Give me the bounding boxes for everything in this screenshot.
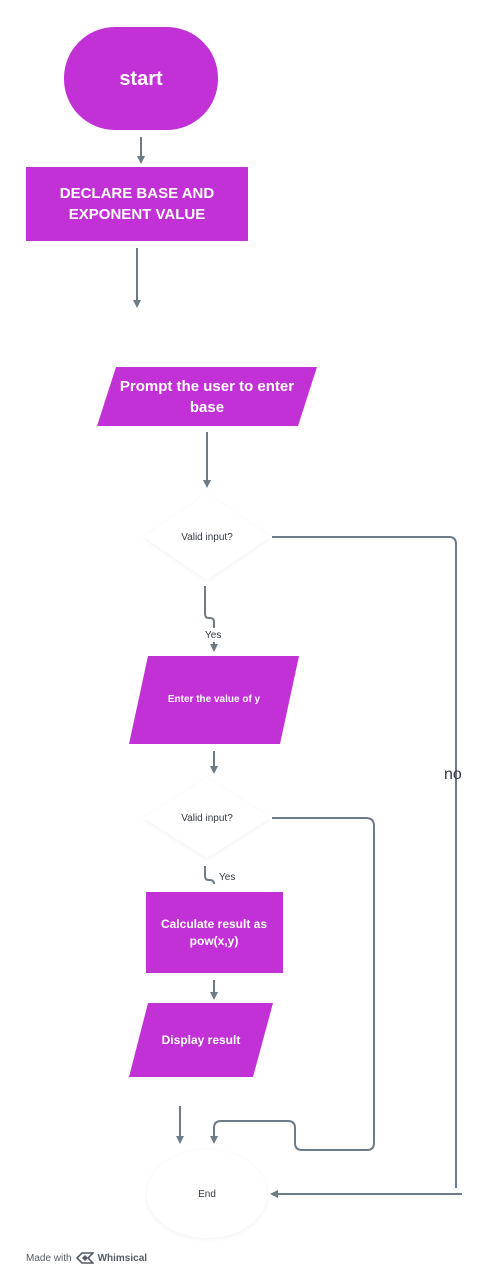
declare-label: DECLARE BASE AND EXPONENT VALUE xyxy=(59,185,215,223)
made-with-text: Made with xyxy=(26,1252,72,1264)
display-output-shape xyxy=(129,1003,273,1077)
prompt-base-input-shape xyxy=(97,367,317,426)
end-label: End xyxy=(198,1188,216,1200)
display-label: Display result xyxy=(161,1032,241,1047)
decision-2-diamond xyxy=(144,778,270,858)
decision-2-label: Valid input? xyxy=(181,812,233,824)
start-terminal xyxy=(64,27,218,130)
no-label: no xyxy=(444,766,462,783)
yes-label-2: Yes xyxy=(219,872,236,883)
arrow-decision-2-no xyxy=(210,817,375,1151)
enter-y-label: Enter the value of y xyxy=(167,694,261,705)
prompt-base-label: Prompt the user to enter base xyxy=(119,377,295,416)
whimsical-logo-icon xyxy=(75,1252,94,1264)
calculate-process-box xyxy=(146,892,283,973)
decision-1-label: Valid input? xyxy=(181,531,233,543)
end-terminal xyxy=(147,1150,267,1238)
declare-process-box xyxy=(26,167,248,241)
arrow-yes-1 xyxy=(204,586,215,628)
footer: Made with Whimsical xyxy=(26,1252,147,1264)
decision-1-diamond xyxy=(144,494,270,580)
arrow-no-loop xyxy=(272,536,457,1188)
yes-label-1: Yes xyxy=(205,630,222,641)
whimsical-brand-text: Whimsical xyxy=(97,1252,148,1264)
arrow-yes-2 xyxy=(204,866,215,885)
enter-y-input-shape xyxy=(129,656,299,744)
connectors xyxy=(133,137,462,1198)
calculate-label: Calculate result as pow(x,y) xyxy=(160,916,268,948)
start-label: start xyxy=(119,67,163,90)
